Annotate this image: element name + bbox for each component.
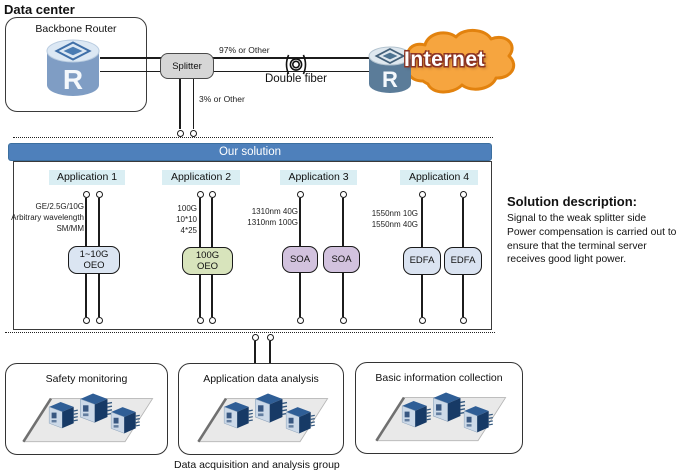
edfa-box: EDFA — [403, 247, 441, 275]
solution-box — [13, 161, 492, 330]
connector-dot — [82, 316, 90, 324]
splitter-drop-line — [192, 79, 195, 129]
connector-dot — [208, 191, 216, 198]
application-2-label: Application 2 — [162, 170, 240, 185]
analysis-drop-line — [269, 341, 271, 364]
connector-dot — [418, 316, 426, 324]
our-solution-label: Our solution — [218, 146, 281, 158]
oeo-1-10g-box: 1~10G OEO — [68, 246, 120, 274]
double-fiber-label: Double fiber — [264, 73, 327, 85]
svg-text:R: R — [382, 67, 398, 92]
application-3-label: Application 3 — [280, 170, 357, 185]
safety-monitoring-box: Safety monitoring — [5, 363, 168, 455]
application-1-specs: GE/2.5G/10G Arbitrary wavelength SM/MM — [11, 202, 84, 233]
fiber-line-bottom — [100, 70, 370, 73]
connector-dot — [339, 191, 347, 198]
server-cluster-icon — [188, 390, 338, 452]
connector-dot — [296, 191, 304, 198]
application-4-specs: 1550nm 10G 1550nm 40G — [371, 209, 418, 229]
application-1-label: Application 1 — [49, 170, 125, 185]
connector-dot — [176, 129, 184, 137]
connector-dot — [266, 333, 274, 341]
analysis-drop-line — [254, 341, 256, 364]
backbone-router-icon: R — [46, 39, 100, 96]
our-solution-banner: Our solution — [8, 143, 492, 161]
internet-cloud-icon — [406, 29, 516, 94]
basic-information-collection-label: Basic information collection — [375, 372, 503, 384]
boundary-dotted-top — [13, 137, 493, 138]
connector-dot — [95, 191, 103, 198]
backbone-router-label: Backbone Router — [35, 23, 117, 35]
boundary-dotted-bottom — [5, 332, 495, 333]
connector-dot — [82, 191, 90, 198]
connector-dot — [95, 316, 103, 324]
solution-description-heading: Solution description: — [507, 194, 637, 209]
edfa-box: EDFA — [444, 247, 482, 275]
connector-dot — [418, 191, 426, 198]
internet-router-icon: R — [368, 46, 412, 93]
connector-dot — [339, 316, 347, 324]
lower-branch-label: 3% or Other — [199, 94, 245, 104]
connector-dot — [459, 316, 467, 324]
analysis-group-caption: Data acquisition and analysis group — [174, 459, 340, 471]
upper-branch-label: 97% or Other — [219, 45, 270, 55]
application-4-label: Application 4 — [400, 170, 478, 185]
internet-label: Internet — [404, 48, 486, 71]
splitter-box: Splitter — [160, 53, 214, 79]
soa-box: SOA — [323, 246, 360, 273]
application-data-analysis-label: Application data analysis — [203, 373, 319, 385]
connector-dot — [208, 316, 216, 324]
connector-dot — [459, 191, 467, 198]
splitter-drop-line — [179, 79, 181, 129]
soa-box: SOA — [282, 246, 318, 273]
fiber-coil-icon — [285, 54, 307, 75]
application-2-specs: 100G 10*10 4*25 — [176, 204, 197, 235]
basic-information-collection-box: Basic information collection — [355, 362, 523, 454]
oeo-100g-box: 100G OEO — [182, 247, 233, 275]
splitter-label: Splitter — [172, 60, 202, 72]
fiber-line-top — [100, 57, 370, 59]
safety-monitoring-label: Safety monitoring — [45, 373, 128, 385]
connector-dot — [296, 316, 304, 324]
connector-dot — [196, 191, 204, 198]
connector-dot — [190, 129, 197, 137]
solution-description: Solution description: Signal to the weak… — [507, 194, 685, 267]
server-cluster-icon — [366, 389, 516, 451]
server-cluster-icon — [13, 390, 163, 452]
data-center-title: Data center — [4, 2, 75, 17]
application-data-analysis-box: Application data analysis — [178, 363, 344, 455]
connector-dot — [196, 316, 204, 324]
application-3-specs: 1310nm 40G 1310nm 100G — [247, 207, 298, 227]
svg-text:R: R — [63, 64, 83, 95]
connector-dot — [251, 333, 259, 341]
